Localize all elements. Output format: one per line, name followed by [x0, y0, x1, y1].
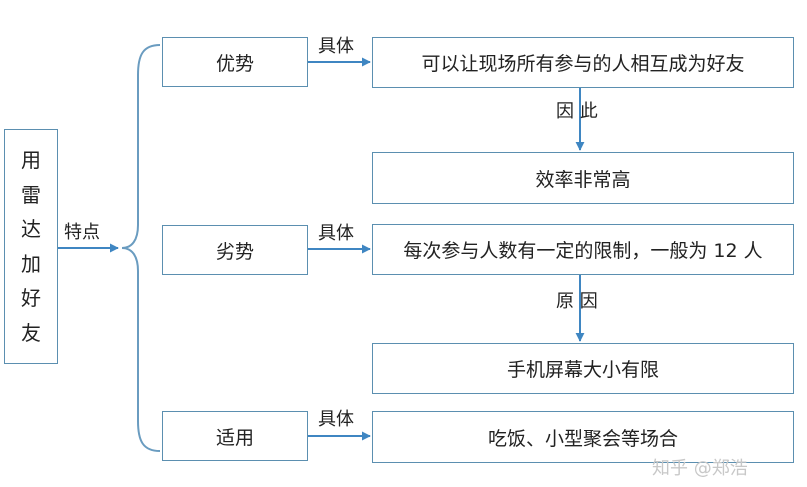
- concrete-label-2: 具体: [318, 223, 354, 244]
- root-char-5: 好: [21, 286, 41, 311]
- root-char-2: 雷: [21, 182, 41, 207]
- applicable-detail-node: 吃饭、小型聚会等场合: [372, 411, 794, 463]
- disadvantage-reason-node: 手机屏幕大小有限: [372, 343, 794, 394]
- therefore-label: 因 此: [556, 101, 598, 122]
- curly-brace: [121, 44, 161, 452]
- concrete-label-1: 具体: [318, 36, 354, 57]
- disadvantage-detail-node: 每次参与人数有一定的限制，一般为 12 人: [372, 224, 794, 275]
- root-char-3: 达: [21, 217, 41, 242]
- applicable-node: 适用: [162, 411, 308, 461]
- advantage-result-node: 效率非常高: [372, 152, 794, 204]
- concrete-label-3: 具体: [318, 409, 354, 430]
- disadvantage-node: 劣势: [162, 225, 308, 275]
- watermark: 知乎 @郑浩: [652, 458, 748, 479]
- root-char-1: 用: [21, 148, 41, 173]
- root-char-4: 加: [21, 251, 41, 276]
- reason-label: 原 因: [556, 291, 598, 312]
- features-label: 特点: [64, 222, 100, 243]
- advantage-detail-node: 可以让现场所有参与的人相互成为好友: [372, 37, 794, 88]
- root-node: 用 雷 达 加 好 友: [4, 129, 58, 364]
- root-char-6: 友: [21, 320, 41, 345]
- advantage-node: 优势: [162, 37, 308, 87]
